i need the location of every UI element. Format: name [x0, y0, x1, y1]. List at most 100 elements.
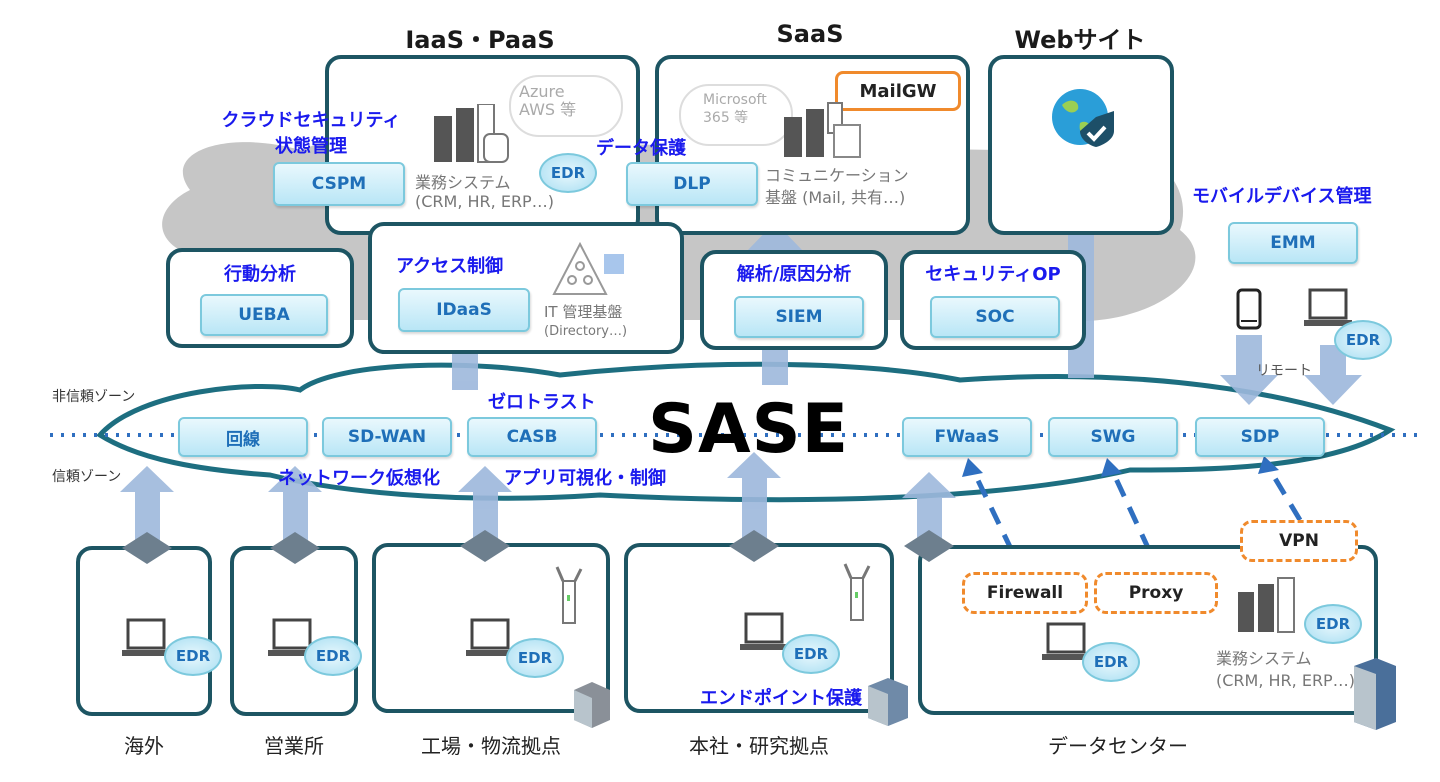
trusted-zone-label: 信頼ゾーン: [52, 469, 122, 485]
arrowhead-swg: [1101, 458, 1122, 477]
endpoint-protection-caption: エンドポイント保護: [700, 688, 862, 709]
laptop-icon-remote: [1304, 288, 1352, 326]
it-platform-line2: (Directory…): [544, 324, 628, 339]
comm-platform-label: コミュニケーション 基盤 (Mail, 共有…): [765, 165, 909, 209]
it-platform-label: IT 管理基盤 (Directory…): [544, 302, 627, 342]
soc-caption: セキュリティOP: [925, 264, 1061, 285]
network-virtualization-caption: ネットワーク仮想化: [278, 468, 440, 489]
casb-button[interactable]: CASB: [467, 417, 597, 457]
site-name-hq: 本社・研究拠点: [689, 734, 829, 758]
site-name-factory: 工場・物流拠点: [421, 734, 561, 758]
laptop-icon: [1042, 622, 1090, 660]
connector-proxy-swg: [1109, 468, 1165, 580]
laptop-icon: [466, 618, 514, 656]
cspm-button[interactable]: CSPM: [273, 162, 405, 206]
idaas-caption: アクセス制御: [396, 256, 504, 277]
arrow-up-dc: [902, 472, 956, 545]
cloud-label-microsoft: Microsoft 365 等: [703, 91, 767, 127]
mailgw-label: MailGW: [835, 71, 961, 111]
smartphone-icon: [1236, 288, 1262, 330]
arrowhead-sdp: [1258, 456, 1279, 474]
cloud-icon: [509, 75, 623, 137]
header-saas: SaaS: [776, 20, 844, 48]
arrow-down-mobile: [1220, 335, 1278, 405]
site-name-branch: 営業所: [264, 734, 324, 758]
cspm-caption: クラウドセキュリティ 状態管理: [218, 108, 404, 160]
comm-line1: コミュニケーション: [765, 166, 909, 185]
vpn-label: VPN: [1240, 520, 1358, 562]
wifi-router-icon: [555, 566, 583, 624]
emm-button[interactable]: EMM: [1228, 222, 1358, 264]
dc-system-label: 業務システム (CRM, HR, ERP…): [1216, 648, 1355, 692]
dlp-caption: データ保護: [596, 138, 686, 159]
directory-icon: [552, 241, 624, 295]
dlp-button[interactable]: DLP: [626, 162, 758, 206]
siem-caption: 解析/原因分析: [736, 264, 852, 285]
edr-badge-remote: EDR: [1334, 320, 1392, 360]
cspm-caption-line2: 状態管理: [275, 136, 347, 157]
connector-vpn-sdp: [1267, 468, 1303, 522]
cloud-line-azure: Azure: [519, 82, 565, 101]
soc-box: セキュリティOP SOC: [900, 250, 1086, 350]
arrow-up-hq: [727, 452, 781, 545]
arrow-up-branch: [268, 466, 322, 545]
arrow-down-laptop: [1304, 345, 1362, 405]
header-iaas-paas: IaaS・PaaS: [405, 26, 555, 54]
ueba-caption: 行動分析: [224, 264, 296, 285]
site-branch-box: [230, 546, 358, 716]
idaas-box: アクセス制御 IDaaS IT 管理基盤 (Directory…): [368, 222, 684, 354]
remote-label: リモート: [1256, 363, 1312, 379]
arrow-up-factory: [458, 466, 512, 545]
site-overseas-box: [76, 546, 212, 716]
siem-button[interactable]: SIEM: [734, 296, 864, 338]
ueba-box: 行動分析 UEBA: [166, 248, 354, 348]
cloud-label-azure: Azure AWS 等: [519, 83, 576, 119]
building-icon: [868, 678, 908, 726]
cloud-line-microsoft: Microsoft: [703, 92, 767, 108]
it-platform-line1: IT 管理基盤: [544, 303, 623, 321]
office-tower-icon: [1354, 658, 1396, 730]
header-website: Webサイト: [1014, 26, 1146, 54]
connector-firewall-fwaas: [970, 468, 1028, 580]
saas-box: Microsoft 365 等 MailGW コミュニケーション 基盤 (Mai…: [655, 55, 970, 235]
arrowhead-fwaas: [962, 458, 983, 477]
edr-badge-overseas: EDR: [164, 636, 222, 676]
website-box: [988, 55, 1174, 235]
app-visibility-caption: アプリ可視化・制御: [504, 468, 666, 489]
edr-badge-iaas: EDR: [539, 153, 597, 193]
sase-title: SASE: [648, 390, 850, 469]
building-icon: [574, 682, 610, 728]
idaas-button[interactable]: IDaaS: [398, 288, 530, 332]
server-icon: [434, 104, 509, 163]
sdp-button[interactable]: SDP: [1195, 417, 1325, 457]
fwaas-button[interactable]: FWaaS: [902, 417, 1032, 457]
edr-badge-branch: EDR: [304, 636, 362, 676]
wifi-router-icon: [843, 563, 871, 621]
dc-system-line2: (CRM, HR, ERP…): [1216, 671, 1355, 690]
edr-badge-datacenter-server: EDR: [1304, 604, 1362, 644]
sase-outline: [96, 361, 1396, 503]
site-name-overseas: 海外: [124, 734, 164, 758]
edr-badge-hq: EDR: [782, 634, 840, 674]
laptop-icon: [268, 618, 316, 656]
siem-box: 解析/原因分析 SIEM: [700, 250, 888, 350]
server-icon: [1238, 577, 1295, 633]
soc-button[interactable]: SOC: [930, 296, 1060, 338]
edr-badge-datacenter-laptop: EDR: [1082, 642, 1140, 682]
untrusted-zone-label: 非信頼ゾーン: [52, 389, 136, 405]
site-name-datacenter: データセンター: [1048, 734, 1188, 758]
cloud-line-aws: AWS 等: [519, 100, 577, 119]
cspm-caption-line1: クラウドセキュリティ: [221, 110, 401, 131]
iaas-system-label: 業務システム (CRM, HR, ERP…): [415, 173, 554, 211]
edr-badge-factory: EDR: [506, 638, 564, 678]
swg-button[interactable]: SWG: [1048, 417, 1178, 457]
ueba-button[interactable]: UEBA: [200, 294, 328, 336]
cloud-icon: [679, 84, 793, 146]
circuit-button[interactable]: 回線: [178, 417, 308, 457]
cloud-line-365: 365 等: [703, 110, 749, 126]
sd-wan-button[interactable]: SD-WAN: [322, 417, 452, 457]
iaas-system-line1: 業務システム: [415, 173, 511, 192]
laptop-icon: [122, 618, 170, 656]
zerotrust-caption: ゼロトラスト: [488, 392, 596, 413]
emm-caption: モバイルデバイス管理: [1192, 186, 1372, 207]
